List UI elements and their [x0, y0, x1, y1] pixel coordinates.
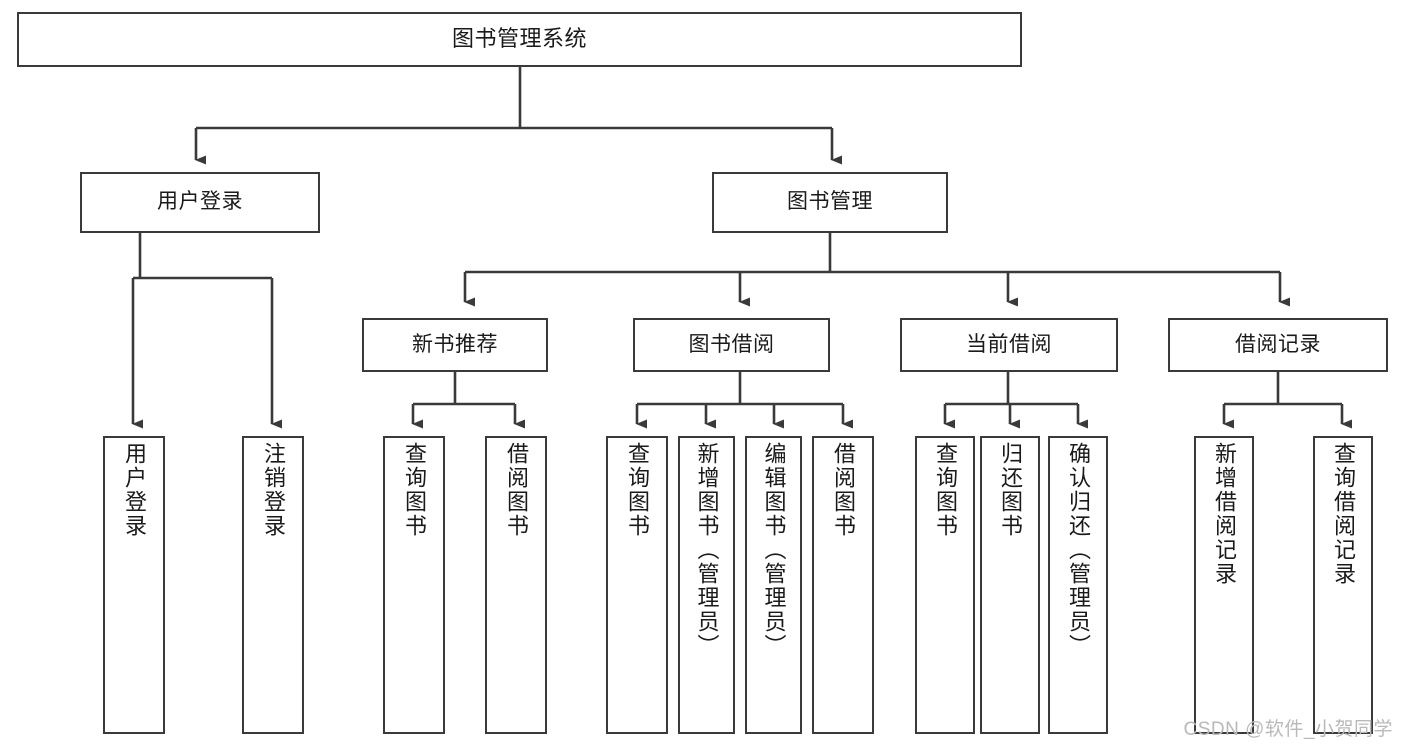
node-label: 编辑图书（管理员）: [761, 442, 787, 658]
leaf-user-login[interactable]: 用户登录: [103, 436, 165, 734]
leaf-recommend-borrow-book[interactable]: 借阅图书: [485, 436, 547, 734]
node-label: 注销登录: [260, 442, 286, 538]
node-label: 新增图书（管理员）: [694, 442, 720, 658]
leaf-recommend-query-book[interactable]: 查询图书: [383, 436, 445, 734]
node-label: 查询图书: [624, 442, 650, 538]
leaf-user-logout[interactable]: 注销登录: [242, 436, 304, 734]
leaf-borrow-edit-book-admin[interactable]: 编辑图书（管理员）: [745, 436, 802, 734]
node-user-login[interactable]: 用户登录: [80, 172, 320, 233]
node-label: 新增借阅记录: [1211, 442, 1237, 586]
leaf-borrow-query-book[interactable]: 查询图书: [606, 436, 668, 734]
node-label: 新书推荐: [412, 332, 498, 356]
node-label: 图书借阅: [688, 332, 775, 356]
node-label: 查询借阅记录: [1330, 442, 1356, 586]
node-label: 查询图书: [932, 442, 958, 538]
leaf-current-confirm-return-admin[interactable]: 确认归还（管理员）: [1048, 436, 1108, 734]
leaf-borrow-add-book-admin[interactable]: 新增图书（管理员）: [678, 436, 735, 734]
node-label: 用户登录: [121, 442, 147, 538]
node-book-management[interactable]: 图书管理: [712, 172, 948, 233]
node-label: 借阅图书: [503, 442, 529, 538]
node-book-borrow[interactable]: 图书借阅: [633, 318, 830, 372]
node-label: 查询图书: [401, 442, 427, 538]
node-label: 用户登录: [157, 190, 243, 214]
node-label: 归还图书: [997, 442, 1023, 538]
node-label: 图书管理: [787, 190, 873, 214]
node-label: 确认归还（管理员）: [1065, 442, 1091, 658]
leaf-record-add-record[interactable]: 新增借阅记录: [1194, 436, 1254, 734]
node-borrow-record[interactable]: 借阅记录: [1168, 318, 1388, 372]
node-new-book-recommend[interactable]: 新书推荐: [362, 318, 548, 372]
node-label: 借阅图书: [830, 442, 856, 538]
node-label: 借阅记录: [1235, 332, 1321, 356]
node-label: 当前借阅: [966, 332, 1052, 356]
node-label: 图书管理系统: [451, 26, 587, 52]
csdn-watermark: CSDN @软件_小贺同学: [1183, 719, 1393, 740]
node-root-system[interactable]: 图书管理系统: [17, 12, 1022, 67]
leaf-current-return-book[interactable]: 归还图书: [980, 436, 1040, 734]
leaf-borrow-borrow-book[interactable]: 借阅图书: [812, 436, 874, 734]
leaf-current-query-book[interactable]: 查询图书: [915, 436, 975, 734]
node-current-borrow[interactable]: 当前借阅: [900, 318, 1118, 372]
leaf-record-query-record[interactable]: 查询借阅记录: [1313, 436, 1373, 734]
